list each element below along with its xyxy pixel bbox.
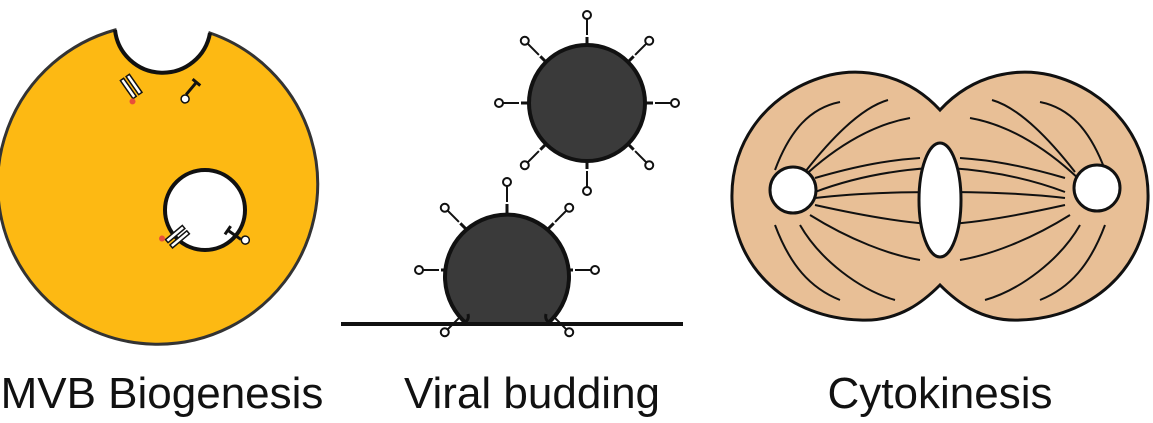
midbody (919, 143, 961, 257)
mvb-body (0, 30, 318, 344)
viral-budding-label: Viral budding (404, 372, 660, 416)
mvb-panel (0, 30, 318, 344)
left-centrosome (770, 167, 816, 213)
mvb-biogenesis-label: MVB Biogenesis (1, 372, 324, 416)
cytokinesis-panel (732, 72, 1148, 320)
budding-virion (415, 178, 599, 338)
right-centrosome (1074, 165, 1120, 211)
cytokinesis-label: Cytokinesis (828, 372, 1053, 416)
released-virion (495, 11, 679, 195)
viral-panel (341, 11, 683, 338)
intraluminal-vesicle (165, 170, 245, 250)
